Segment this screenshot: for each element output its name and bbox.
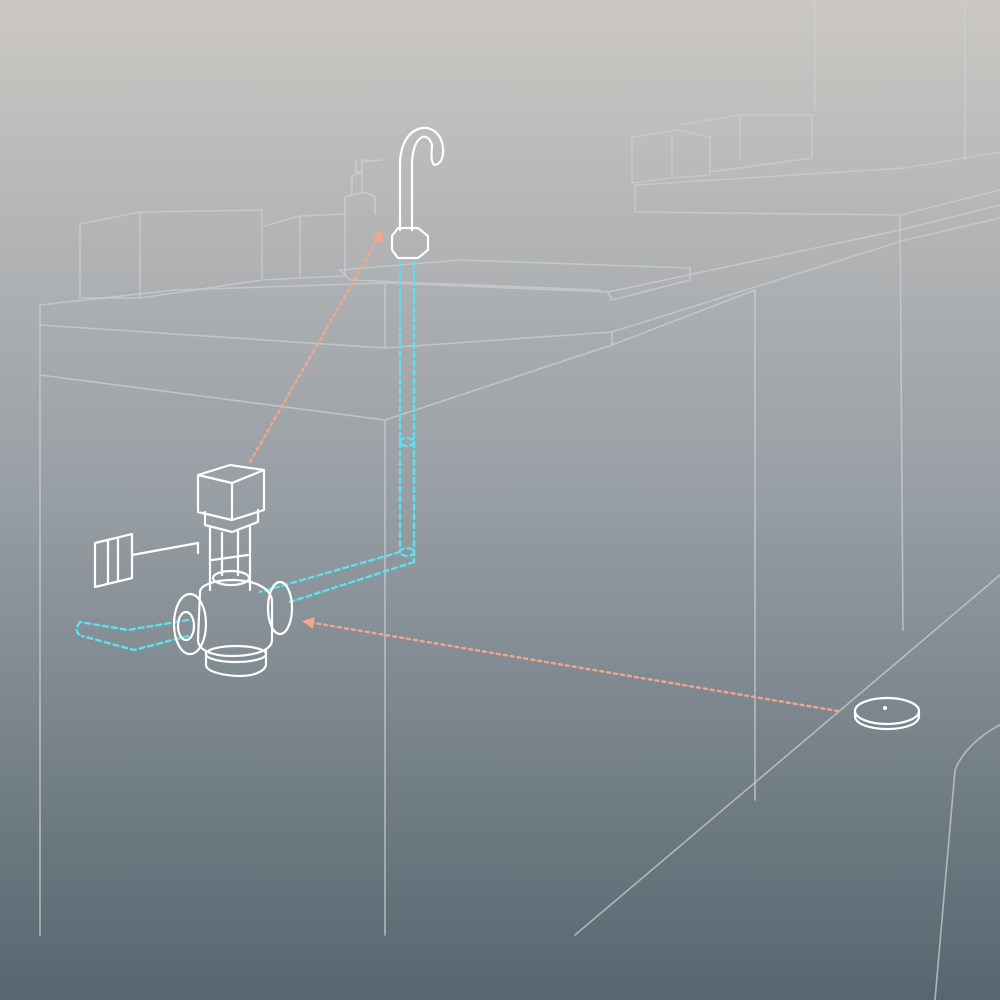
pipe-coupling-lower — [398, 546, 416, 558]
pipe-coupling-upper — [398, 436, 416, 448]
tall-unit — [814, 0, 966, 161]
box-left-1 — [79, 209, 263, 299]
floor-line — [574, 574, 1000, 1000]
upper-counter — [634, 151, 1000, 631]
water-pipe-horizontal-2 — [288, 560, 416, 604]
leak-sensor-icon — [853, 696, 921, 731]
cabinet-front-right — [611, 289, 756, 801]
soap-dispenser-icon — [344, 159, 383, 215]
box-back-1 — [631, 129, 711, 184]
sink-basin — [339, 259, 691, 301]
water-pipe-inlet-cap — [75, 620, 84, 638]
valve-actuator-icon — [172, 463, 294, 678]
box-back-2 — [677, 114, 813, 173]
signal-arrow-sensor-to-valve — [302, 617, 840, 713]
signal-arrows — [248, 229, 840, 713]
cabinetry-outline — [39, 0, 1000, 1000]
faucet-icon — [390, 126, 445, 260]
control-box-icon — [93, 532, 200, 589]
water-pipe-inlet-2 — [80, 634, 190, 652]
water-pipe-horizontal-1 — [258, 550, 402, 594]
water-pipe-inlet-1 — [78, 618, 190, 632]
box-left-2 — [263, 213, 346, 281]
signal-arrow-valve-to-faucet — [248, 229, 383, 464]
water-pipe — [75, 260, 416, 652]
